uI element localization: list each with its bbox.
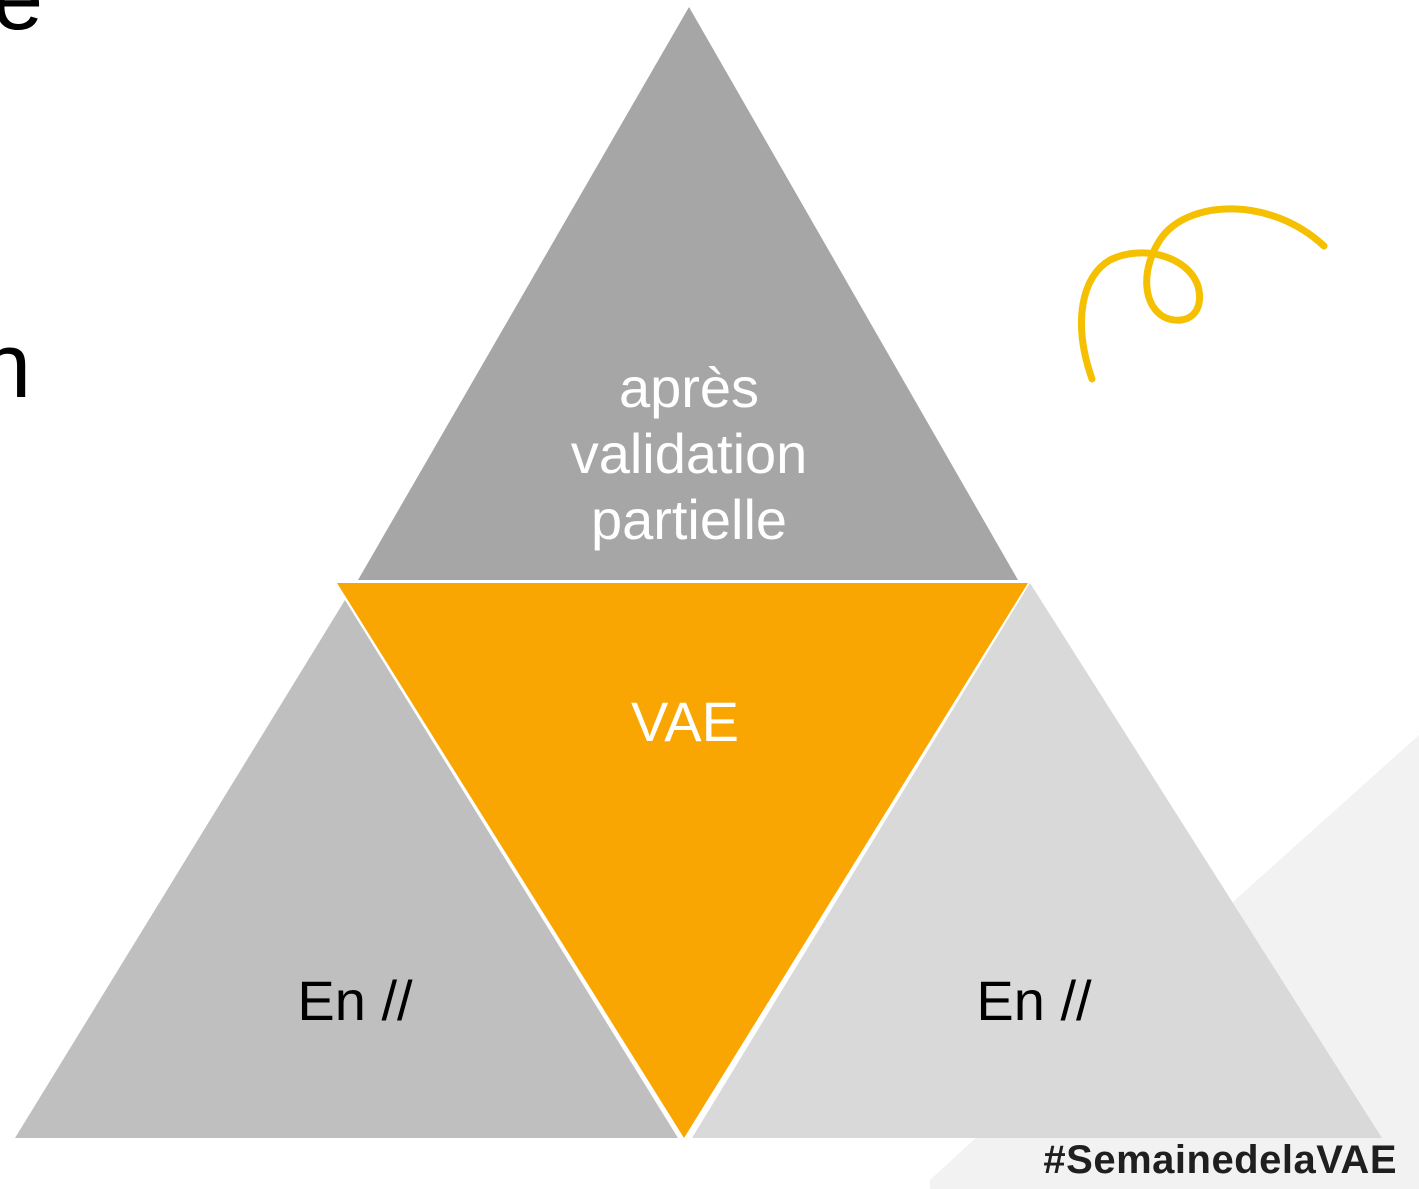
top-triangle-label-line-1: après	[619, 356, 759, 419]
center-triangle	[337, 583, 1028, 1138]
left-triangle	[15, 600, 678, 1138]
top-triangle-label-line-2: validation	[571, 422, 808, 485]
right-triangle-label: En //	[976, 969, 1092, 1032]
top-triangle-label-line-3: partielle	[591, 488, 787, 551]
hashtag-label: #SemainedelaVAE	[1043, 1138, 1397, 1182]
center-triangle-label: VAE	[631, 690, 739, 753]
top-triangle	[358, 7, 1018, 580]
left-triangle-label: En //	[297, 969, 413, 1032]
partial-text-top: e	[0, 0, 43, 44]
partial-text-mid: n	[0, 315, 32, 417]
right-triangle	[692, 583, 1382, 1138]
